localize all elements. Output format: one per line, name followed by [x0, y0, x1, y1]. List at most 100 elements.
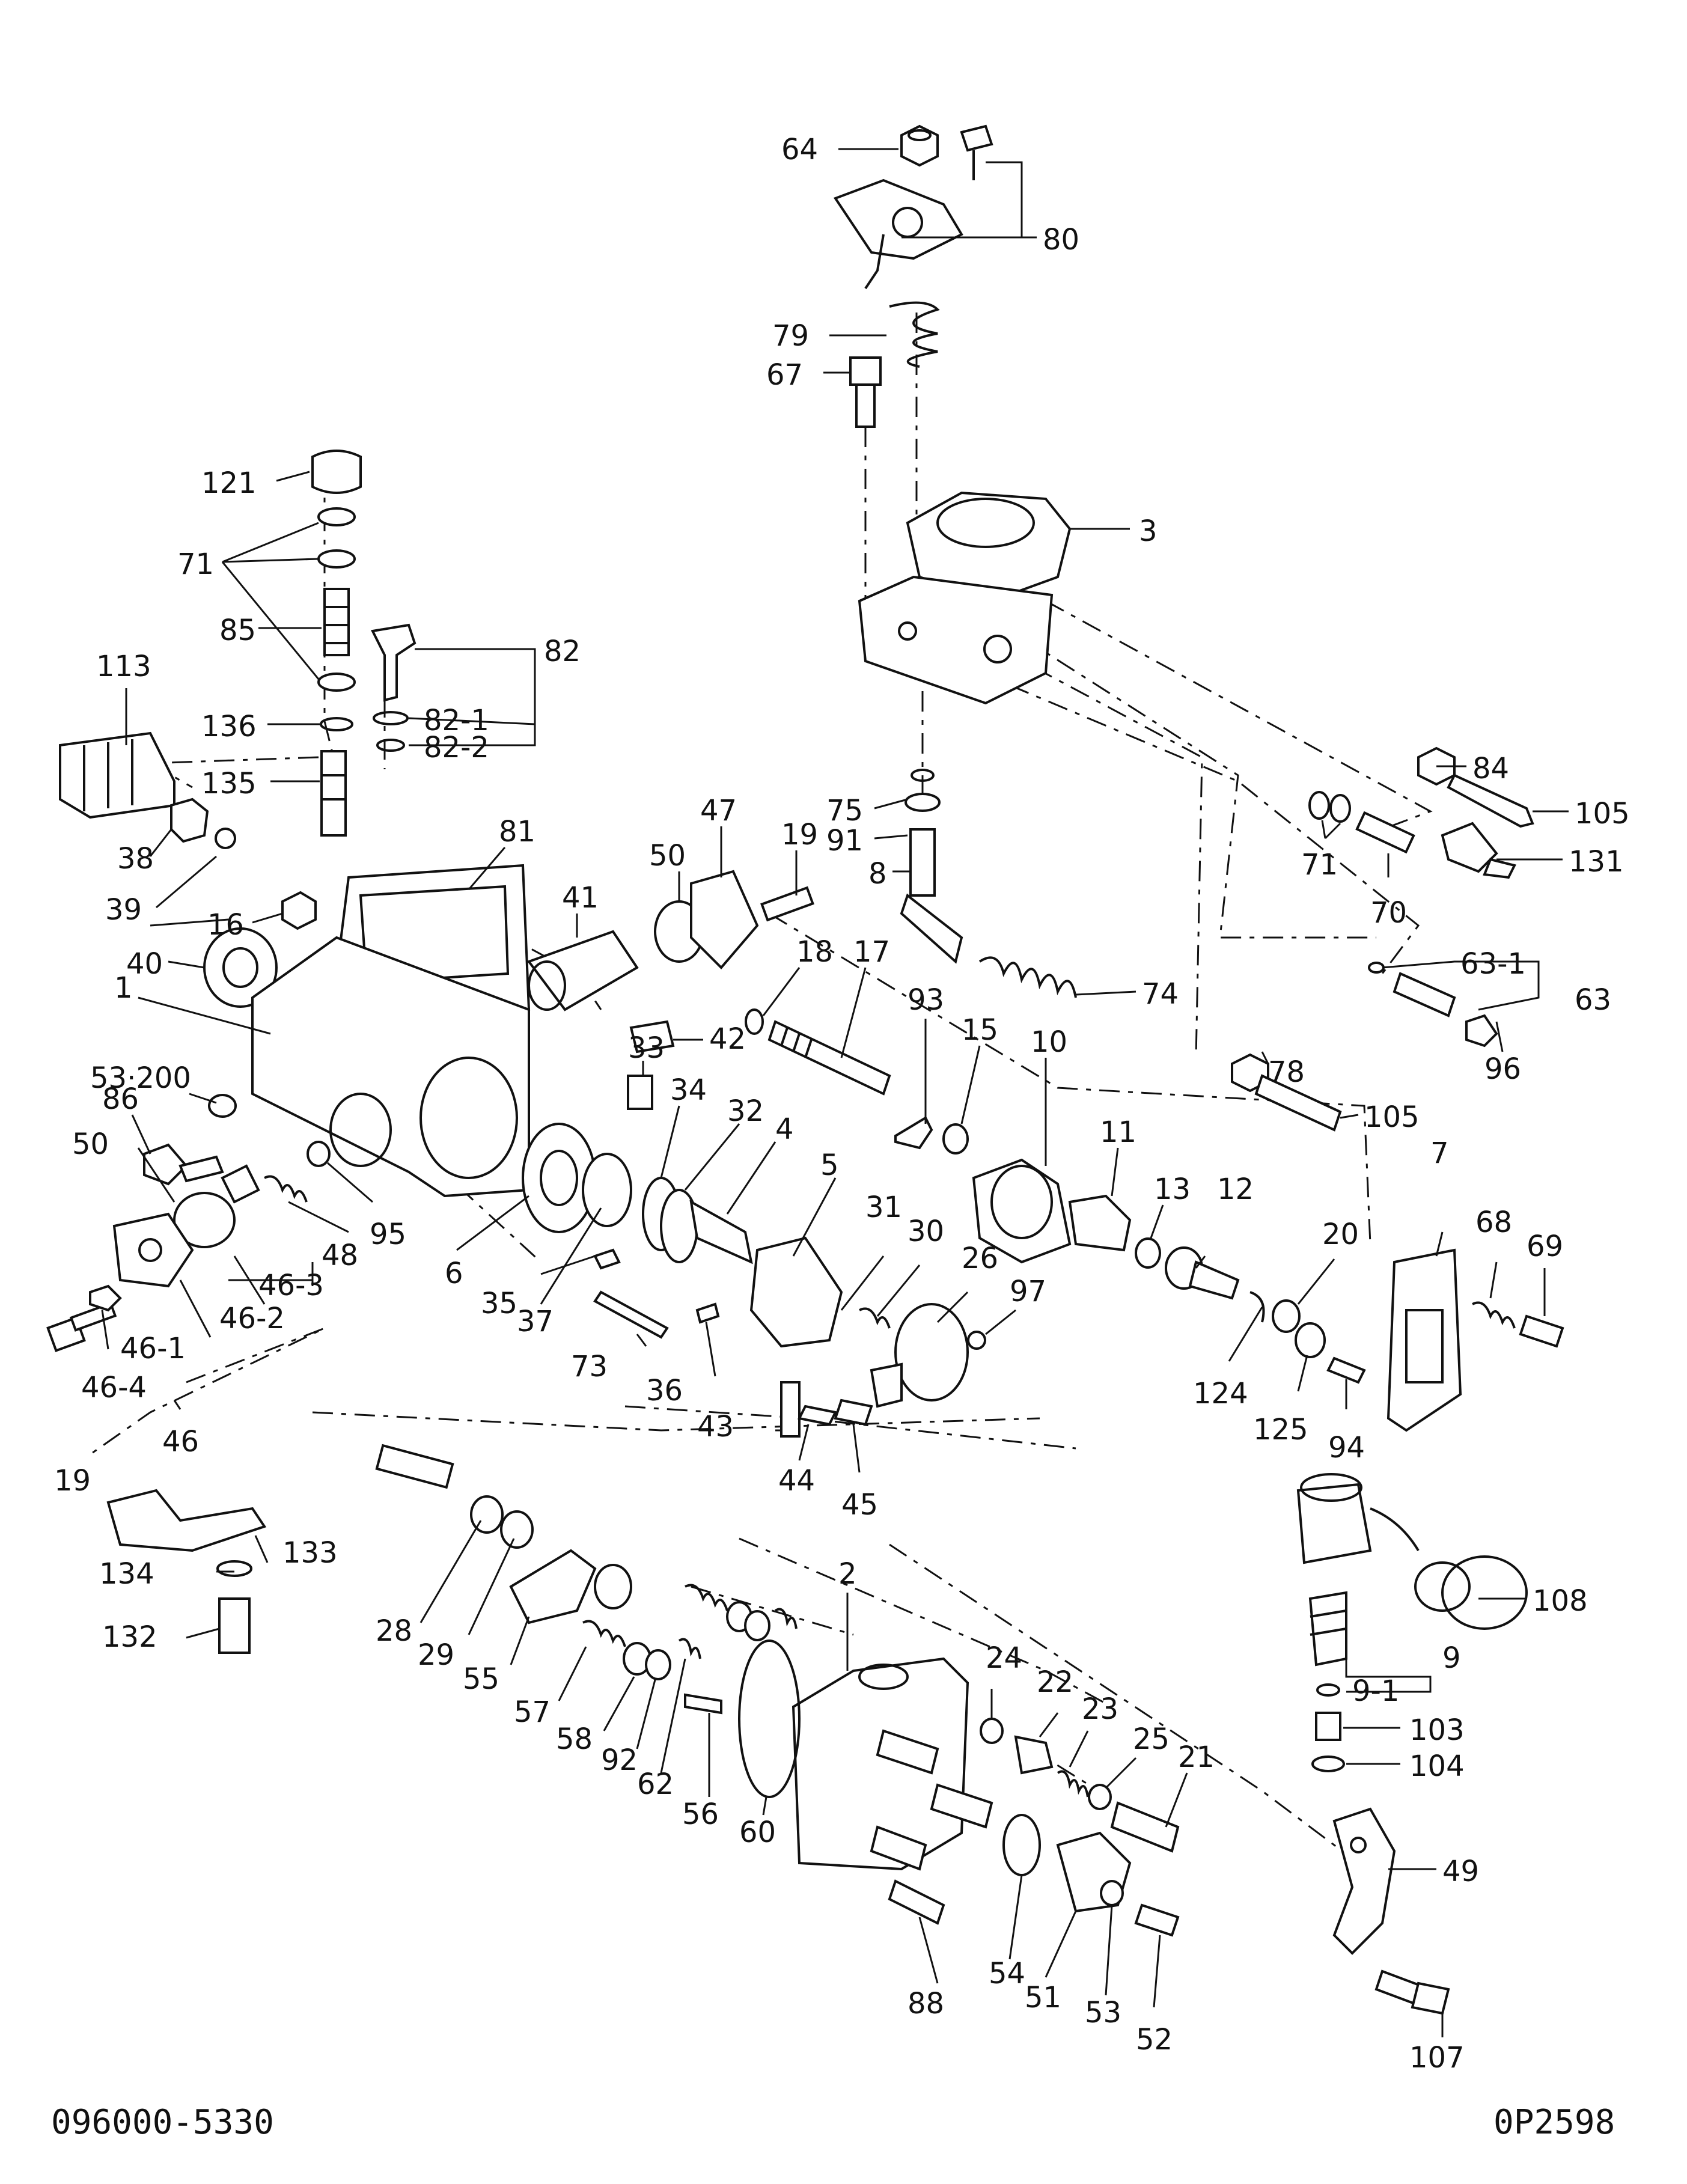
label-43: 43	[697, 1410, 734, 1444]
label-46-4: 46-4	[81, 1371, 147, 1405]
label-105b: 105	[1364, 1100, 1420, 1134]
part-74-spring	[978, 956, 1077, 998]
label-31: 31	[865, 1191, 902, 1224]
part-71-washers	[317, 507, 1351, 823]
label-56: 56	[682, 1798, 719, 1831]
label-64: 64	[781, 133, 818, 166]
label-88: 88	[908, 1987, 944, 2021]
label-49: 49	[1442, 1855, 1479, 1888]
label-107: 107	[1409, 2041, 1465, 2075]
label-21: 21	[1178, 1740, 1215, 1774]
label-8: 8	[868, 857, 887, 891]
label-79: 79	[772, 319, 809, 353]
label-23: 23	[1082, 1692, 1118, 1726]
leader-lines	[101, 148, 1569, 2037]
label-42: 42	[709, 1022, 746, 1056]
label-30: 30	[908, 1215, 944, 1248]
label-78: 78	[1268, 1055, 1305, 1089]
label-85: 85	[219, 614, 256, 647]
part-68-69	[1472, 1301, 1564, 1348]
label-50a: 50	[649, 839, 686, 873]
part-38-39-16-40	[170, 798, 317, 1008]
label-26: 26	[962, 1242, 998, 1275]
part-64-nut	[900, 124, 939, 167]
part-7-bracket	[1387, 1248, 1462, 1432]
part-57-58-92-62-56-60	[582, 1584, 801, 1798]
part-33-34-32-4	[627, 1075, 753, 1264]
part-47-cover	[654, 870, 759, 969]
label-33: 33	[628, 1031, 665, 1065]
part-28-29-55	[375, 1444, 632, 1624]
label-71b: 71	[1301, 848, 1338, 882]
part-133-134-132	[106, 1489, 267, 1654]
label-131: 131	[1569, 845, 1624, 879]
label-18: 18	[796, 935, 833, 969]
label-35: 35	[481, 1287, 517, 1320]
label-68: 68	[1475, 1206, 1512, 1239]
label-57: 57	[514, 1695, 551, 1729]
label-93: 93	[908, 983, 944, 1017]
label-2: 2	[838, 1557, 857, 1591]
label-74: 74	[1142, 977, 1179, 1011]
label-50b: 50	[72, 1127, 109, 1161]
label-104: 104	[1409, 1749, 1465, 1783]
label-96: 96	[1484, 1052, 1521, 1086]
label-135: 135	[201, 767, 257, 801]
label-16: 16	[207, 908, 244, 942]
label-121: 121	[201, 466, 257, 500]
label-37: 37	[517, 1305, 554, 1338]
label-20: 20	[1322, 1218, 1359, 1251]
part-49-107	[1332, 1807, 1450, 2015]
part-46-group	[89, 1141, 331, 1312]
label-32: 32	[727, 1094, 764, 1128]
label-136: 136	[201, 710, 257, 743]
label-113: 113	[96, 650, 151, 683]
label-52: 52	[1136, 2023, 1173, 2057]
label-82: 82	[544, 635, 581, 668]
part-9-103-104	[1308, 1591, 1347, 1772]
label-63: 63	[1575, 983, 1611, 1017]
part-41-sleeve	[526, 930, 639, 1011]
label-46-1: 46-1	[120, 1332, 186, 1365]
label-73: 73	[571, 1350, 608, 1383]
label-5: 5	[820, 1148, 839, 1182]
label-11: 11	[1100, 1115, 1136, 1149]
label-25: 25	[1133, 1722, 1170, 1756]
label-51: 51	[1025, 1981, 1061, 2015]
label-84: 84	[1472, 752, 1509, 785]
part-113-knob	[59, 731, 175, 819]
part-85-fitting	[323, 588, 350, 656]
label-94: 94	[1328, 1431, 1365, 1465]
part-1-pump-housing	[251, 864, 531, 1198]
label-134: 134	[99, 1557, 154, 1591]
part-75-91-seals	[905, 769, 941, 812]
part-136-135-filter	[320, 717, 353, 837]
label-91: 91	[826, 824, 863, 858]
label-9: 9	[1442, 1641, 1461, 1675]
label-103: 103	[1409, 1713, 1465, 1747]
label-95: 95	[370, 1218, 406, 1251]
label-22: 22	[1037, 1665, 1073, 1699]
label-71a: 71	[177, 548, 214, 581]
part-121-cap	[311, 450, 362, 494]
label-97: 97	[1010, 1275, 1046, 1308]
label-13: 13	[1154, 1173, 1191, 1206]
part-6-35-37-73-36	[522, 1123, 720, 1339]
label-86: 86	[102, 1082, 139, 1116]
label-69: 69	[1527, 1230, 1563, 1263]
label-62: 62	[637, 1768, 674, 1801]
label-46: 46	[162, 1425, 199, 1459]
label-44: 44	[778, 1464, 815, 1498]
label-40: 40	[126, 947, 163, 981]
label-133: 133	[282, 1536, 338, 1570]
label-9-1: 9-1	[1352, 1674, 1399, 1708]
label-81: 81	[499, 815, 535, 849]
label-24: 24	[986, 1641, 1022, 1675]
part-labels: 64 80 79 67 3 121 71 85 82 82-1 82-2 113…	[54, 133, 1630, 2075]
part-15-10-11-13-12	[942, 1123, 1240, 1300]
label-4: 4	[775, 1112, 794, 1146]
label-54: 54	[989, 1957, 1025, 1990]
label-82-1: 82-1	[424, 704, 489, 737]
label-36: 36	[646, 1374, 683, 1408]
